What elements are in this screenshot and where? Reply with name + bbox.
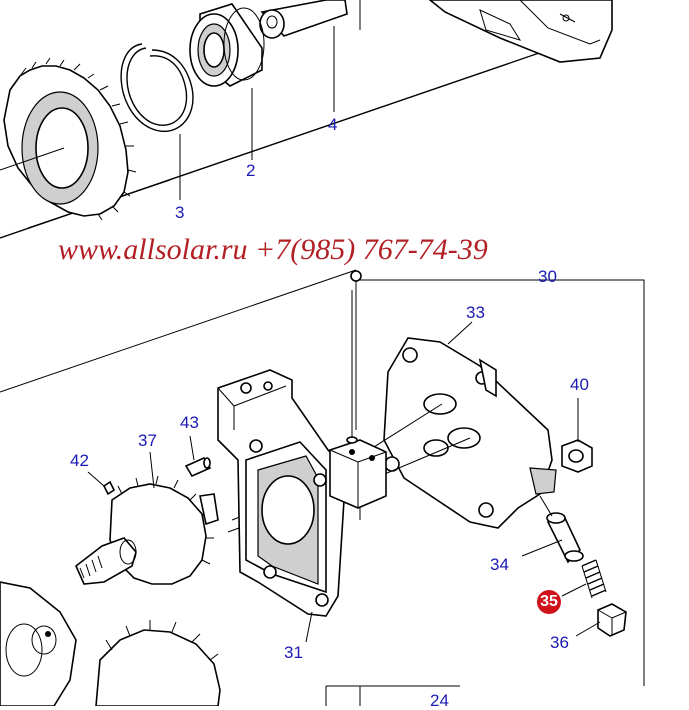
callout-37: 37 bbox=[138, 431, 157, 450]
callout-31: 31 bbox=[284, 643, 303, 662]
callout-2: 2 bbox=[246, 161, 256, 180]
lower-left-housing bbox=[0, 581, 77, 706]
part-35-spring bbox=[581, 559, 607, 599]
callout-40: 40 bbox=[570, 375, 589, 394]
part-42-key bbox=[102, 480, 116, 496]
callout-leaders bbox=[87, 321, 601, 643]
part-2-bearing bbox=[189, 3, 265, 160]
part-43-pin bbox=[184, 456, 212, 478]
part-4-shaft bbox=[259, 0, 348, 112]
callout-34: 34 bbox=[490, 555, 509, 574]
part-31-pump-body bbox=[217, 369, 345, 617]
callout-42: 42 bbox=[70, 451, 89, 470]
watermark-text: www.allsolar.ru +7(985) 767-74-39 bbox=[58, 233, 488, 266]
callout-30: 30 bbox=[538, 267, 557, 286]
callout-36: 36 bbox=[550, 633, 569, 652]
callout-4: 4 bbox=[328, 115, 338, 134]
callout-33: 33 bbox=[466, 303, 485, 322]
part-34-valve-piston bbox=[539, 495, 584, 564]
callout-35: 35 bbox=[537, 590, 561, 614]
dowel-block bbox=[329, 270, 387, 509]
part-36-plug-screw bbox=[597, 603, 627, 637]
part-40-nut bbox=[561, 439, 593, 473]
part-33-pump-cover bbox=[383, 337, 557, 529]
lower-assembly-frame bbox=[0, 269, 645, 706]
callout-24: 24 bbox=[430, 691, 449, 710]
top-housing-fragment bbox=[428, 0, 613, 63]
lower-gear-fragment bbox=[95, 620, 221, 706]
callout-3: 3 bbox=[175, 203, 185, 222]
large-gear bbox=[0, 57, 137, 221]
callout-43: 43 bbox=[180, 413, 199, 432]
part-37-drive-gear bbox=[75, 475, 219, 585]
part-3-snap-ring bbox=[120, 43, 194, 200]
